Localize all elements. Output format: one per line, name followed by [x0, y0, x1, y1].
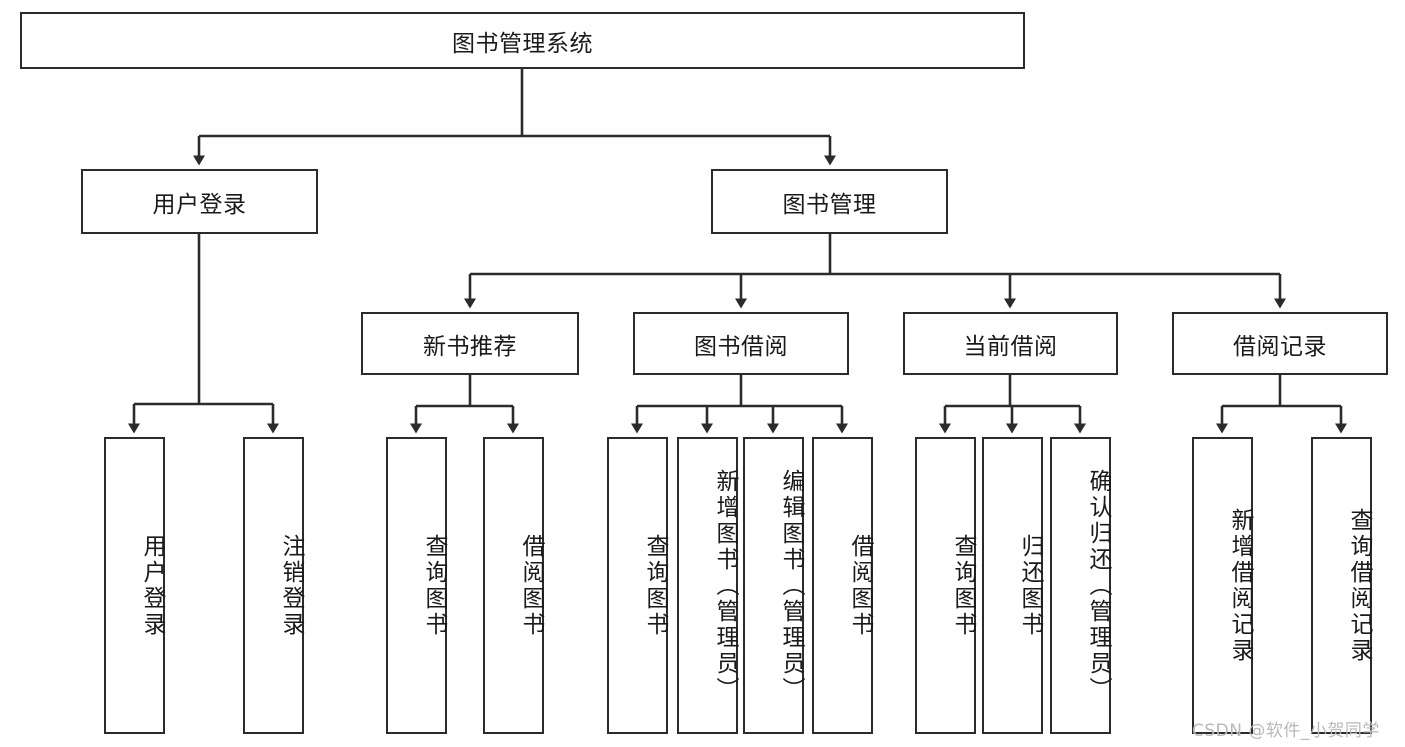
- node-new-book-recommend[interactable]: 新书推荐: [361, 312, 579, 375]
- node-current-borrow[interactable]: 当前借阅: [903, 312, 1118, 375]
- leaf-return-book[interactable]: 归还图书: [982, 437, 1043, 734]
- leaf-label: 用户登录: [139, 533, 165, 638]
- leaf-label: 归还图书: [1017, 533, 1043, 638]
- leaf-add-book-admin[interactable]: 新增图书（管理员）: [677, 437, 738, 734]
- node-root-system[interactable]: 图书管理系统: [20, 12, 1025, 69]
- csdn-watermark: CSDN @软件_小贺同学: [1192, 721, 1380, 741]
- node-borrow-record[interactable]: 借阅记录: [1172, 312, 1388, 375]
- leaf-query-book-borrow[interactable]: 查询图书: [607, 437, 668, 734]
- leaf-label: 编辑图书（管理员）: [778, 468, 804, 703]
- leaf-label: 查询图书: [642, 533, 668, 638]
- leaf-borrow-book-recommend[interactable]: 借阅图书: [483, 437, 544, 734]
- leaf-user-login[interactable]: 用户登录: [104, 437, 165, 734]
- leaf-label: 借阅图书: [847, 533, 873, 638]
- leaf-label: 查询图书: [950, 533, 976, 638]
- leaf-query-book-current[interactable]: 查询图书: [915, 437, 976, 734]
- leaf-label: 借阅图书: [518, 533, 544, 638]
- node-book-management[interactable]: 图书管理: [711, 169, 948, 234]
- leaf-label: 确认归还（管理员）: [1085, 468, 1111, 703]
- leaf-confirm-return-admin[interactable]: 确认归还（管理员）: [1050, 437, 1111, 734]
- leaf-add-borrow-record[interactable]: 新增借阅记录: [1192, 437, 1253, 734]
- leaf-borrow-book[interactable]: 借阅图书: [812, 437, 873, 734]
- node-book-borrow[interactable]: 图书借阅: [633, 312, 849, 375]
- leaf-label: 注销登录: [278, 533, 304, 638]
- leaf-query-book-recommend[interactable]: 查询图书: [386, 437, 447, 734]
- leaf-query-borrow-record[interactable]: 查询借阅记录: [1311, 437, 1372, 734]
- leaf-logout[interactable]: 注销登录: [243, 437, 304, 734]
- leaf-label: 新增图书（管理员）: [712, 468, 738, 703]
- node-user-login[interactable]: 用户登录: [81, 169, 318, 234]
- leaf-label: 新增借阅记录: [1227, 507, 1253, 664]
- leaf-label: 查询借阅记录: [1346, 507, 1372, 664]
- leaf-label: 查询图书: [421, 533, 447, 638]
- leaf-edit-book-admin[interactable]: 编辑图书（管理员）: [743, 437, 804, 734]
